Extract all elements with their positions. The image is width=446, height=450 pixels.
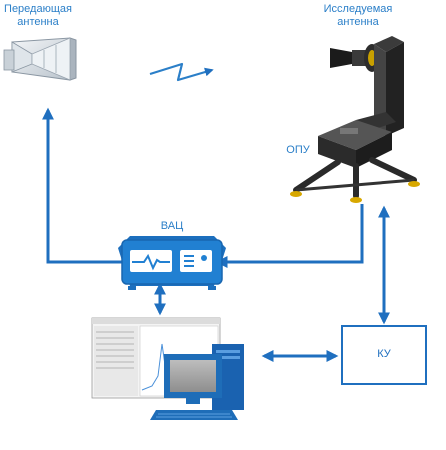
vna-device-icon bbox=[118, 236, 226, 290]
aut-label: Исследуемая антенна bbox=[318, 3, 398, 29]
tx-antenna-label-line2: антенна bbox=[17, 16, 59, 28]
transmitting-antenna-icon bbox=[3, 37, 77, 81]
controller-label: КУ bbox=[377, 348, 391, 360]
antenna-positioner-icon bbox=[290, 36, 420, 203]
aut-label-line2: антенна bbox=[337, 16, 379, 28]
vna-to-tx-antenna-arrow bbox=[42, 107, 128, 264]
wireless-signal-icon bbox=[149, 62, 214, 82]
positioner-to-vna-arrow bbox=[215, 204, 364, 268]
controller-box bbox=[341, 325, 427, 385]
connection-lines bbox=[42, 107, 390, 362]
vna-label: ВАЦ bbox=[160, 220, 184, 232]
tx-antenna-label-line1: Передающая bbox=[4, 3, 72, 15]
aut-label-line1: Исследуемая bbox=[323, 3, 393, 15]
computer-icon bbox=[91, 317, 244, 420]
tx-antenna-label: Передающая антенна bbox=[2, 3, 74, 29]
positioner-label: ОПУ bbox=[286, 144, 310, 156]
